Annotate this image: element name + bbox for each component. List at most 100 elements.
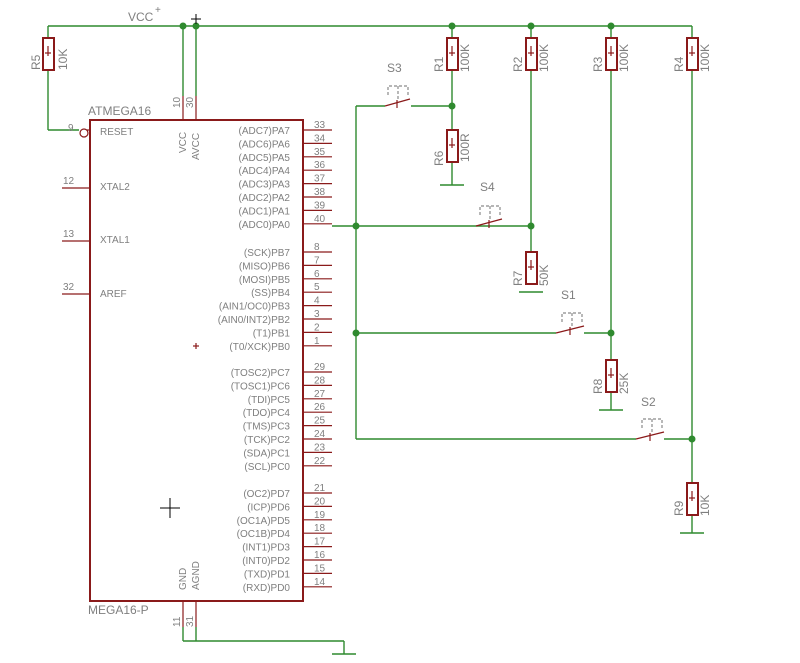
pin-name: (TXD)PD1	[244, 569, 291, 580]
pin-name: (TDI)PC5	[248, 395, 291, 406]
pin-number: 6	[314, 269, 320, 280]
pin-name: (ADC2)PA2	[239, 193, 291, 204]
pin-number: 7	[314, 255, 320, 266]
switch-name: S2	[641, 395, 656, 409]
pin-number: 24	[314, 429, 326, 440]
pin-number: 10	[172, 96, 183, 108]
pin-number: 39	[314, 200, 326, 211]
switch-name: S1	[561, 288, 576, 302]
pin-name: VCC	[178, 132, 189, 153]
resistor-name: R6	[432, 150, 446, 166]
pin-name: (TCK)PC2	[244, 435, 291, 446]
pin-number: 12	[63, 176, 75, 187]
pin-number: 1	[314, 336, 320, 347]
pin-number: 23	[314, 442, 326, 453]
resistor-name: R5	[29, 54, 43, 70]
pin-name: (ADC0)PA0	[239, 220, 291, 231]
resistor-value: 25K	[617, 373, 631, 394]
junction-dot	[179, 22, 187, 30]
junction-dot	[607, 329, 615, 337]
pin-name: AGND	[191, 561, 202, 590]
pin-name: (SCL)PC0	[244, 462, 290, 473]
resistor-r2: R2 100K	[511, 37, 551, 72]
pin-name: XTAL1	[100, 235, 130, 246]
pin-name: (TOSC2)PC7	[231, 368, 291, 379]
pin-number: 5	[314, 282, 320, 293]
resistor-r6: R6 100R	[432, 129, 472, 166]
junction-dot	[352, 222, 360, 230]
resistor-name: R4	[672, 56, 686, 72]
switch-s3: S3	[384, 61, 411, 108]
pin-name: (TOSC1)PC6	[231, 381, 291, 392]
pin-number: 38	[314, 187, 326, 198]
pin-name: (ADC5)PA5	[239, 153, 291, 164]
pin-number: 15	[314, 563, 326, 574]
pin-name: (INT0)PD2	[242, 556, 290, 567]
junction-dot	[352, 329, 360, 337]
resistor-r9: R9 10K	[672, 482, 712, 516]
resistor-name: R1	[432, 56, 446, 72]
resistor-name: R2	[511, 56, 525, 72]
resistor-r3: R3 100K	[591, 37, 631, 72]
pin-name: (OC1B)PD4	[237, 529, 291, 540]
pin-name: (SCK)PB7	[244, 248, 291, 259]
resistor-name: R9	[672, 500, 686, 516]
resistor-r7: R7 50K	[511, 251, 551, 286]
pin-number: 25	[314, 416, 326, 427]
resistor-value: 10K	[698, 495, 712, 516]
pin-number: 2	[314, 322, 320, 333]
pin-name: RESET	[100, 127, 133, 138]
pin-number: 37	[314, 174, 326, 185]
pin-name: (ADC6)PA6	[239, 139, 291, 150]
mcu-name: ATMEGA16	[88, 104, 151, 118]
resistor-r4: R4 100K	[672, 37, 712, 72]
resistor-value: 10K	[56, 49, 70, 70]
pin-name: (SDA)PC1	[243, 448, 290, 459]
pin-number: 33	[314, 120, 326, 131]
switch-name: S4	[480, 180, 495, 194]
resistor-name: R3	[591, 56, 605, 72]
right-pin-group: 33(ADC7)PA734(ADC6)PA635(ADC5)PA536(ADC4…	[218, 120, 332, 594]
pin-name: (OC2)PD7	[243, 489, 290, 500]
pin-number: 18	[314, 523, 326, 534]
pin-name: (ADC3)PA3	[239, 180, 291, 191]
switch-name: S3	[387, 61, 402, 75]
resistor-r1: R1 100K	[432, 37, 472, 72]
junction-dot	[192, 22, 200, 30]
pin-name: XTAL2	[100, 182, 130, 193]
resistor-name: R8	[591, 378, 605, 394]
resistor-value: 100R	[458, 133, 472, 162]
pin-number: 31	[185, 615, 196, 627]
resistor-name: R7	[511, 270, 525, 286]
pin-number: 19	[314, 510, 326, 521]
pin-number: 14	[314, 577, 326, 588]
pin-number: 11	[172, 616, 183, 627]
junctions	[179, 22, 696, 443]
vcc-plus-label: +	[155, 5, 161, 16]
pin-name: (INT1)PD3	[242, 543, 290, 554]
pin-name: (AIN1/OC0)PB3	[219, 302, 291, 313]
pin-number: 3	[314, 309, 320, 320]
resistor-value: 100K	[617, 44, 631, 72]
vcc-label: VCC	[128, 10, 154, 24]
junction-dot	[607, 22, 615, 30]
pin-number: 26	[314, 402, 326, 413]
pin-number: 34	[314, 133, 326, 144]
pin-number: 28	[314, 375, 326, 386]
pin-name: (SS)PB4	[251, 288, 290, 299]
pin-number: 20	[314, 496, 326, 507]
pin-name: (T1)PB1	[253, 328, 291, 339]
pin-name: (OC1A)PD5	[237, 516, 291, 527]
pin-number: 4	[314, 296, 320, 307]
pin-name: AVCC	[191, 133, 202, 160]
pin-number: 40	[314, 214, 326, 225]
pin-number: 17	[314, 537, 326, 548]
pin-number: 16	[314, 550, 326, 561]
pin-name: (RXD)PD0	[243, 583, 291, 594]
mcu-atmega16: ATMEGA16 MEGA16-P 9 RESET 12 XTAL2 13 XT…	[62, 96, 332, 627]
junction-dot	[527, 222, 535, 230]
pin-name: (ADC4)PA4	[239, 166, 291, 177]
reset-inversion-bubble	[79, 128, 89, 138]
resistor-value: 100K	[698, 44, 712, 72]
resistor-r5: R5 10K	[29, 37, 70, 71]
